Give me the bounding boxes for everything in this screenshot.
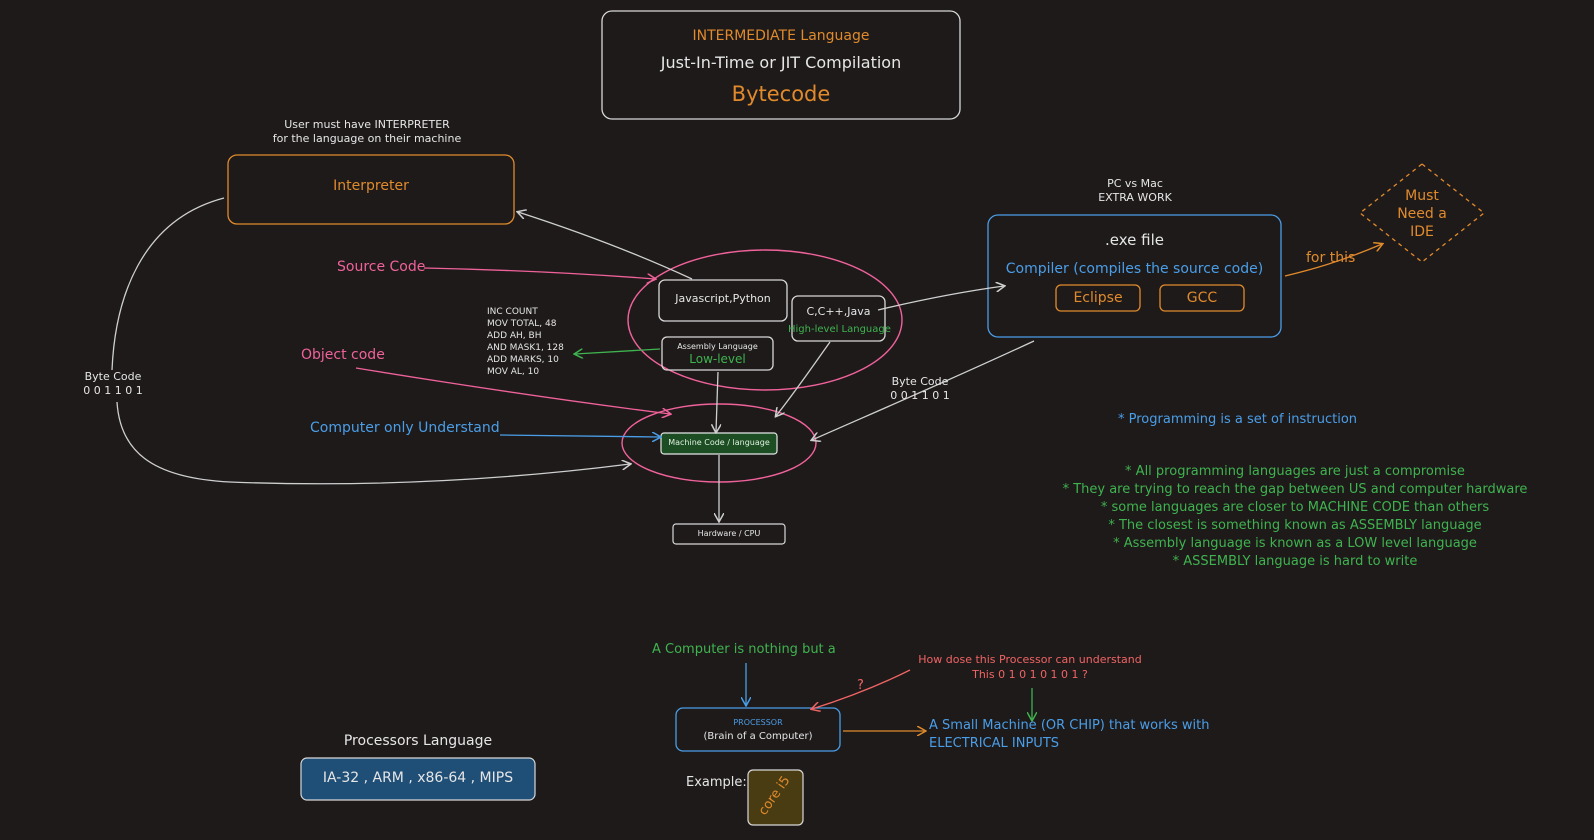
arrow-assembly-to-machine	[716, 371, 718, 432]
interpreter-label: Interpreter	[333, 178, 409, 194]
arrow-js-to-interpreter	[518, 212, 693, 280]
processor-sub-label: (Brain of a Computer)	[703, 731, 813, 742]
object-code-label: Object code	[301, 347, 385, 363]
gcc-label: GCC	[1186, 290, 1218, 306]
hardware-label: Hardware / CPU	[697, 529, 761, 538]
ide-line-1: Must	[1405, 188, 1439, 204]
arrow-computer-understand	[499, 435, 660, 437]
computer-is-label: A Computer is nothing but a	[652, 642, 836, 657]
interpreter-box	[227, 154, 515, 225]
title-intermediate: INTERMEDIATE Language	[692, 28, 870, 44]
assembly-box	[661, 336, 774, 371]
compiler-label: Compiler (compiles the source code)	[1005, 261, 1264, 277]
hardware-box	[672, 523, 786, 545]
title-box	[601, 10, 961, 120]
for-this-label: for this	[1306, 250, 1356, 266]
eclipse-box	[1055, 284, 1141, 312]
note-line: * They are trying to reach the gap betwe…	[1062, 482, 1528, 497]
programming-note: * Programming is a set of instruction	[1118, 412, 1358, 427]
arrow-c-to-machine	[776, 341, 831, 416]
c-java-box	[791, 295, 886, 342]
exe-file-label: .exe file	[1105, 231, 1164, 249]
ide-line-2: Need a	[1397, 206, 1447, 222]
arrow-source-code	[423, 267, 655, 279]
high-level-label: High-level Language	[788, 324, 891, 335]
low-level-label: Low-level	[689, 352, 746, 366]
assembly-code-line: AND MASK1, 128	[487, 343, 564, 353]
note-line: * Assembly language is known as a LOW le…	[1113, 536, 1477, 551]
js-python-label: Javascript,Python	[675, 292, 771, 305]
bytecode-left-bits: 0 0 1 1 0 1	[83, 384, 143, 397]
arrow-question-to-processor	[812, 669, 911, 709]
compiler-box	[987, 214, 1282, 338]
note-line: * All programming languages are just a c…	[1125, 464, 1465, 479]
assembly-code-line: MOV TOTAL, 48	[487, 319, 557, 329]
assembly-label: Assembly Language	[677, 342, 758, 351]
example-label: Example:	[686, 775, 747, 790]
assembly-code-line: ADD MARKS, 10	[487, 355, 559, 365]
processor-box	[675, 707, 841, 752]
js-python-box	[658, 279, 788, 322]
processors-language-title: Processors Language	[343, 733, 493, 749]
bytecode-right-label: Byte Code	[891, 375, 949, 388]
processor-label: PROCESSOR	[733, 718, 783, 727]
chip-box	[747, 769, 804, 826]
question-line-1: How dose this Processor can understand	[918, 653, 1142, 666]
source-code-label: Source Code	[337, 259, 426, 275]
arrow-assembly-to-code	[575, 348, 661, 354]
question-mark-label: ?	[857, 678, 864, 693]
c-java-label: C,C++,Java	[806, 305, 871, 318]
assembly-code-line: INC COUNT	[487, 307, 538, 317]
machine-line-2: ELECTRICAL INPUTS	[929, 736, 1060, 751]
compiler-note-2: EXTRA WORK	[1098, 191, 1172, 204]
title-jit: Just-In-Time or JIT Compilation	[660, 53, 902, 72]
arrow-compiler-to-machine	[812, 340, 1035, 440]
machine-code-label: Machine Code / language	[668, 438, 770, 447]
processors-language-list: IA-32 , ARM , x86-64 , MIPS	[322, 770, 514, 786]
gcc-box	[1159, 284, 1245, 312]
bytecode-left-label: Byte Code	[84, 370, 142, 383]
note-line: * some languages are closer to MACHINE C…	[1100, 500, 1490, 515]
languages-box	[300, 757, 536, 801]
ide-line-3: IDE	[1410, 224, 1434, 240]
arrow-c-to-compiler	[877, 286, 1004, 311]
language-ellipse	[627, 249, 903, 391]
note-line: * ASSEMBLY language is hard to write	[1172, 554, 1418, 569]
arrow-interpreter-loop	[111, 197, 630, 485]
compiler-note-1: PC vs Mac	[1107, 177, 1163, 190]
machine-line-1: A Small Machine (OR CHIP) that works wit…	[929, 718, 1210, 733]
interpreter-note-1: User must have INTERPRETER	[284, 118, 450, 131]
bytecode-right-bits: 0 0 1 1 0 1	[890, 389, 950, 402]
assembly-code-line: MOV AL, 10	[487, 367, 540, 377]
question-line-2: This 0 1 0 1 0 1 0 1 ?	[972, 668, 1088, 681]
interpreter-note-2: for the language on their machine	[272, 132, 462, 145]
computer-understand-label: Computer only Understand	[310, 420, 500, 436]
title-bytecode: Bytecode	[731, 82, 831, 106]
note-line: * The closest is something known as ASSE…	[1108, 518, 1482, 533]
arrow-object-code	[355, 367, 670, 414]
assembly-code-line: ADD AH, BH	[487, 331, 542, 341]
arrow-for-this	[1284, 244, 1382, 277]
eclipse-label: Eclipse	[1073, 290, 1123, 306]
